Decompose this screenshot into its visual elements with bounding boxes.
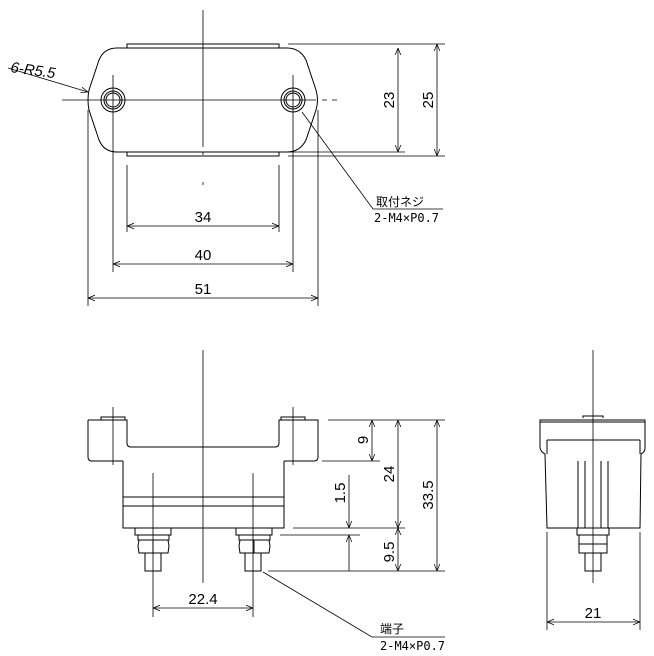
dim-21-label: 21 — [585, 605, 602, 622]
dim-34-label: 34 — [195, 209, 212, 226]
radius-leader — [7, 67, 88, 92]
side-body-outline — [539, 419, 646, 529]
side-terminal — [577, 461, 609, 528]
terminal-spec: 2-M4×P0.7 — [380, 639, 445, 653]
flange-outline — [87, 419, 319, 462]
body-outline — [122, 461, 285, 529]
body-outline — [87, 47, 318, 153]
front-view: 9 24 33.5 1.5 9.5 22.4 端子 2-M4×P0.7 — [87, 350, 445, 653]
top-view: 34 40 51 23 25 6-R5.5 取付ネジ 2-M4×P0.7 — [7, 10, 445, 306]
terminal-label: 端子 — [380, 622, 404, 636]
terminal-right — [235, 527, 273, 572]
dim-23-label: 23 — [381, 92, 398, 109]
dim-33-5-label: 33.5 — [420, 480, 437, 509]
centerlines — [62, 10, 337, 185]
dim-1-5-label: 1.5 — [332, 483, 349, 504]
dim-22-4-label: 22.4 — [188, 591, 217, 608]
mount-screw-label: 取付ネジ — [376, 195, 424, 209]
dim-40-label: 40 — [195, 247, 212, 264]
extension-lines — [87, 43, 445, 306]
side-extension-lines — [546, 532, 641, 630]
side-body-detail — [546, 415, 641, 454]
dim-25-label: 25 — [420, 92, 437, 109]
terminal-leader — [262, 571, 445, 638]
mount-screw-leader — [301, 111, 443, 210]
mount-screw-spec: 2-M4×P0.7 — [374, 211, 439, 225]
dim-51-label: 51 — [195, 281, 212, 298]
dim-9-label: 9 — [355, 436, 372, 444]
centerlines — [112, 350, 294, 617]
dim-24-label: 24 — [381, 466, 398, 483]
dim-9-5-label: 9.5 — [381, 542, 398, 563]
side-view: 21 — [539, 350, 646, 630]
radius-note: 6-R5.5 — [9, 59, 57, 82]
